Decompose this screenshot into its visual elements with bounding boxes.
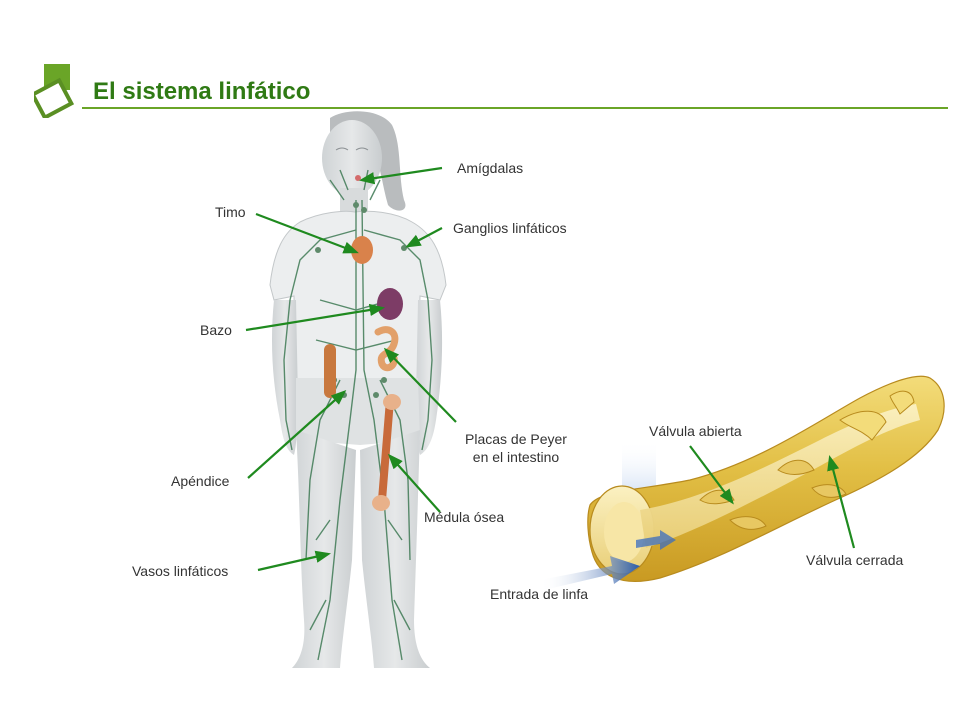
label-timo: Timo bbox=[215, 204, 246, 220]
label-valvula-abierta: Válvula abierta bbox=[649, 423, 742, 439]
human-body-figure bbox=[269, 111, 447, 668]
label-amigdalas: Amígdalas bbox=[457, 160, 524, 176]
label-placas-de-peyer: Placas de Peyer en el intestino bbox=[446, 430, 586, 466]
label-apendice: Apéndice bbox=[171, 473, 230, 489]
label-bazo: Bazo bbox=[200, 322, 232, 338]
title-divider bbox=[82, 107, 948, 109]
stacked-squares-icon bbox=[34, 64, 75, 118]
label-placas-line1: Placas de Peyer bbox=[465, 431, 567, 447]
label-placas-line2: en el intestino bbox=[472, 449, 560, 465]
page-title: El sistema linfático bbox=[93, 78, 311, 105]
label-medula-osea: Médula ósea bbox=[424, 509, 505, 525]
label-vasos-linfaticos: Vasos linfáticos bbox=[132, 563, 229, 579]
lymph-vessel-cross-section bbox=[540, 375, 945, 590]
label-ganglios-linfaticos: Ganglios linfáticos bbox=[453, 220, 567, 236]
label-entrada-de-linfa: Entrada de linfa bbox=[490, 586, 589, 602]
label-valvula-cerrada: Válvula cerrada bbox=[806, 552, 904, 568]
